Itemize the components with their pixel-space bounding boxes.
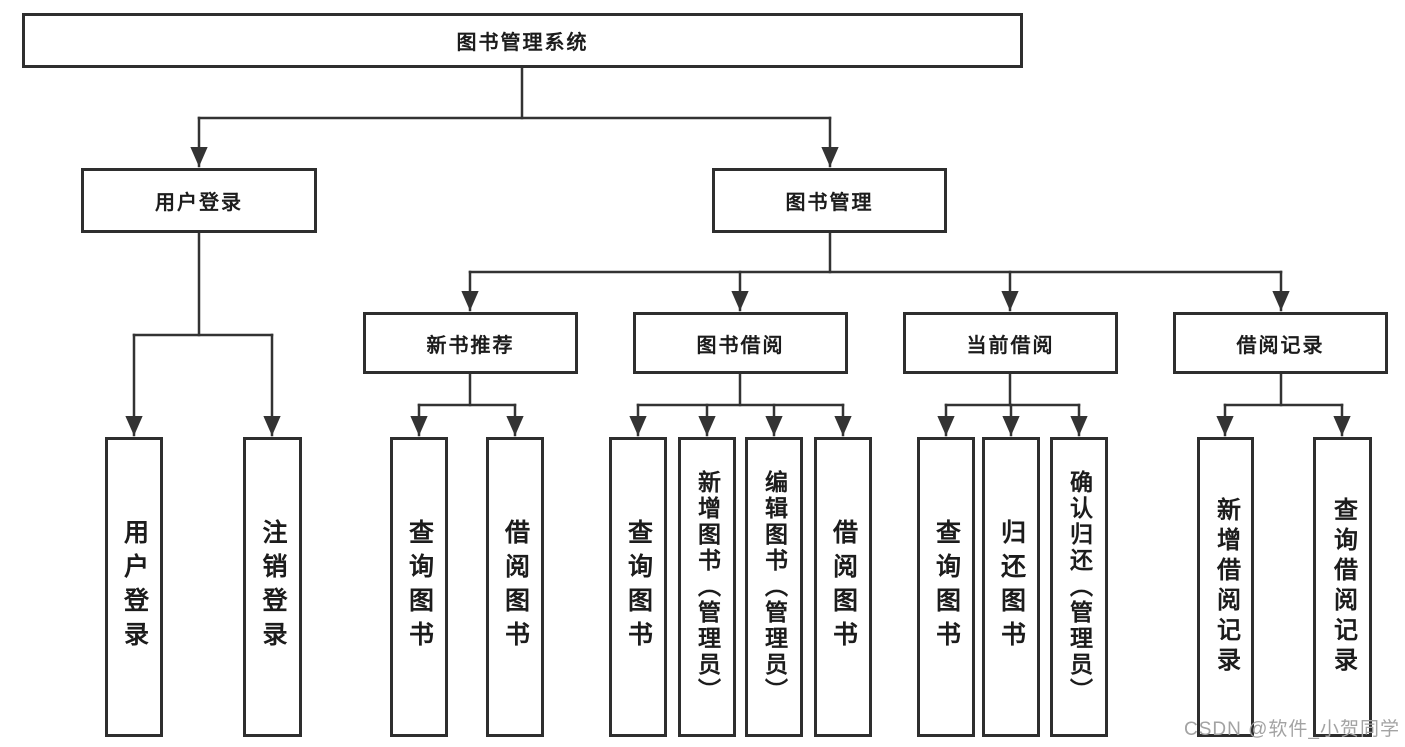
leaf-query-books-recommend: 查询图书: [390, 437, 448, 737]
leaf-borrow-books-recommend: 借阅图书: [486, 437, 544, 737]
leaf-edit-book-admin: 编辑图书（管理员）: [745, 437, 803, 737]
node-book-management: 图书管理: [712, 168, 947, 233]
node-library-management-system: 图书管理系统: [22, 13, 1023, 68]
leaf-borrow-books-borrowing: 借阅图书: [814, 437, 872, 737]
leaf-logout: 注销登录: [243, 437, 302, 737]
leaf-add-book-admin: 新增图书（管理员）: [678, 437, 736, 737]
leaf-query-books-current: 查询图书: [917, 437, 975, 737]
node-book-borrowing: 图书借阅: [633, 312, 848, 374]
node-user-login: 用户登录: [81, 168, 317, 233]
leaf-add-borrow-record: 新增借阅记录: [1197, 437, 1254, 737]
leaf-user-login: 用户登录: [105, 437, 163, 737]
leaf-query-borrow-record: 查询借阅记录: [1313, 437, 1372, 737]
leaf-query-books-borrowing: 查询图书: [609, 437, 667, 737]
leaf-confirm-return-admin: 确认归还（管理员）: [1050, 437, 1108, 737]
node-borrowing-records: 借阅记录: [1173, 312, 1388, 374]
node-new-book-recommend: 新书推荐: [363, 312, 578, 374]
csdn-watermark: CSDN @软件_小贺同学: [1184, 719, 1400, 740]
leaf-return-book: 归还图书: [982, 437, 1040, 737]
node-current-borrowing: 当前借阅: [903, 312, 1118, 374]
